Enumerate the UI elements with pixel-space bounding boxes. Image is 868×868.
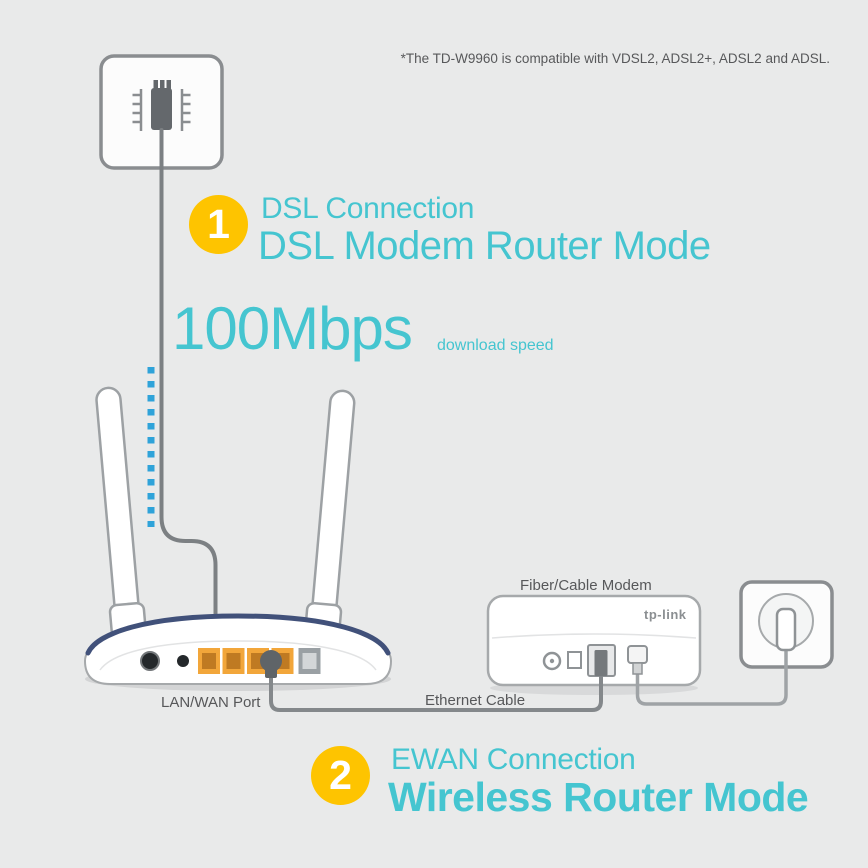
compatibility-disclaimer: *The TD-W9960 is compatible with VDSL2, … [400,51,830,66]
step1-title: DSL Connection [261,192,475,225]
router-illustration [83,613,393,691]
step2-mode-title: Wireless Router Mode [388,774,809,820]
router-antenna-left [95,386,148,651]
router-panel-line [99,640,377,671]
step1-number: 1 [207,201,230,247]
modem-face-line [491,633,697,639]
modem-power-plug [627,645,648,675]
ethernet-connector-modem [594,650,608,676]
lan-wan-port-label: LAN/WAN Port [161,694,261,711]
router-lan-ports [198,648,294,674]
router-power-button [177,655,189,667]
router-wan-port [298,648,321,674]
ethernet-cable [269,660,603,712]
ethernet-cable-label: Ethernet Cable [425,692,526,709]
download-speed-caption: download speed [437,337,554,354]
router-top-rim [85,613,391,656]
step1-number-badge: 1 [189,195,248,254]
step1-mode-title: DSL Modem Router Mode [258,224,711,268]
wall-plug-icon [775,607,797,652]
router-power-jack [140,651,160,671]
phone-jack-icon [132,80,191,131]
ethernet-connector-router [260,650,282,678]
fiber-cable-modem-label: Fiber/Cable Modem [520,577,652,594]
dsl-cable [159,128,218,650]
step2-title: EWAN Connection [391,743,636,776]
download-speed-value: 100Mbps [172,295,413,362]
router-ports [140,648,321,674]
step2-number-badge: 2 [311,746,370,805]
router-antenna-right [303,389,356,651]
modem-coax-pin [549,658,555,664]
modem-switch [567,651,582,669]
dsl-wall-socket [99,54,224,170]
tplink-logo: tp-link [644,607,687,622]
power-cable [635,644,788,706]
step2-number: 2 [329,752,352,798]
